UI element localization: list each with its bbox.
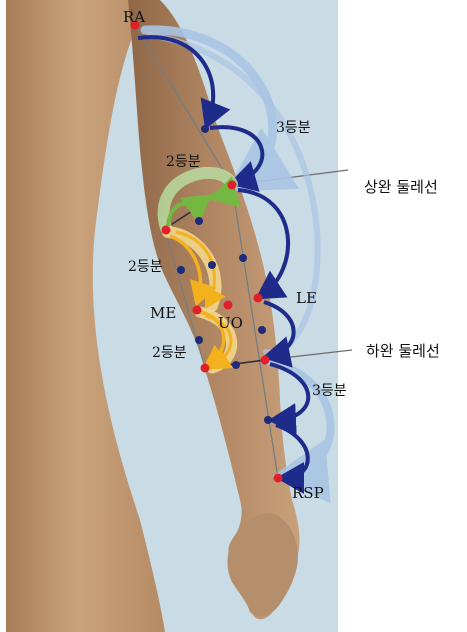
division-point	[195, 217, 203, 225]
label-forearm-callout: 하완 둘레선	[366, 342, 440, 360]
label-rsp: RSP	[292, 484, 324, 502]
label-me: ME	[150, 304, 176, 322]
landmark-forearm-circumference-point	[261, 356, 270, 365]
landmark-medial-upper-point	[162, 226, 171, 235]
division-point	[239, 254, 247, 262]
label-lower-half: 2등분	[152, 345, 187, 361]
landmark-me-point	[193, 306, 202, 315]
label-uo: UO	[218, 314, 243, 332]
label-upper-arm-callout: 상완 둘레선	[364, 178, 438, 196]
division-point	[201, 125, 209, 133]
division-point	[177, 266, 185, 274]
landmark-uo-point	[224, 301, 233, 310]
division-point	[232, 361, 240, 369]
landmark-upper-circumference-point	[228, 181, 237, 190]
landmark-le-point	[254, 294, 263, 303]
label-mid-half: 2등분	[128, 259, 163, 275]
label-le: LE	[296, 289, 317, 307]
label-upper-half: 2등분	[166, 154, 201, 170]
division-point	[258, 326, 266, 334]
division-point	[264, 416, 272, 424]
division-point	[195, 336, 203, 344]
label-lower-third: 3등분	[312, 383, 347, 399]
label-upper-third: 3등분	[276, 120, 311, 136]
label-ra: RA	[123, 8, 145, 26]
landmark-rsp-point	[274, 474, 283, 483]
landmark-medial-lower-point	[201, 364, 210, 373]
division-point	[208, 261, 216, 269]
